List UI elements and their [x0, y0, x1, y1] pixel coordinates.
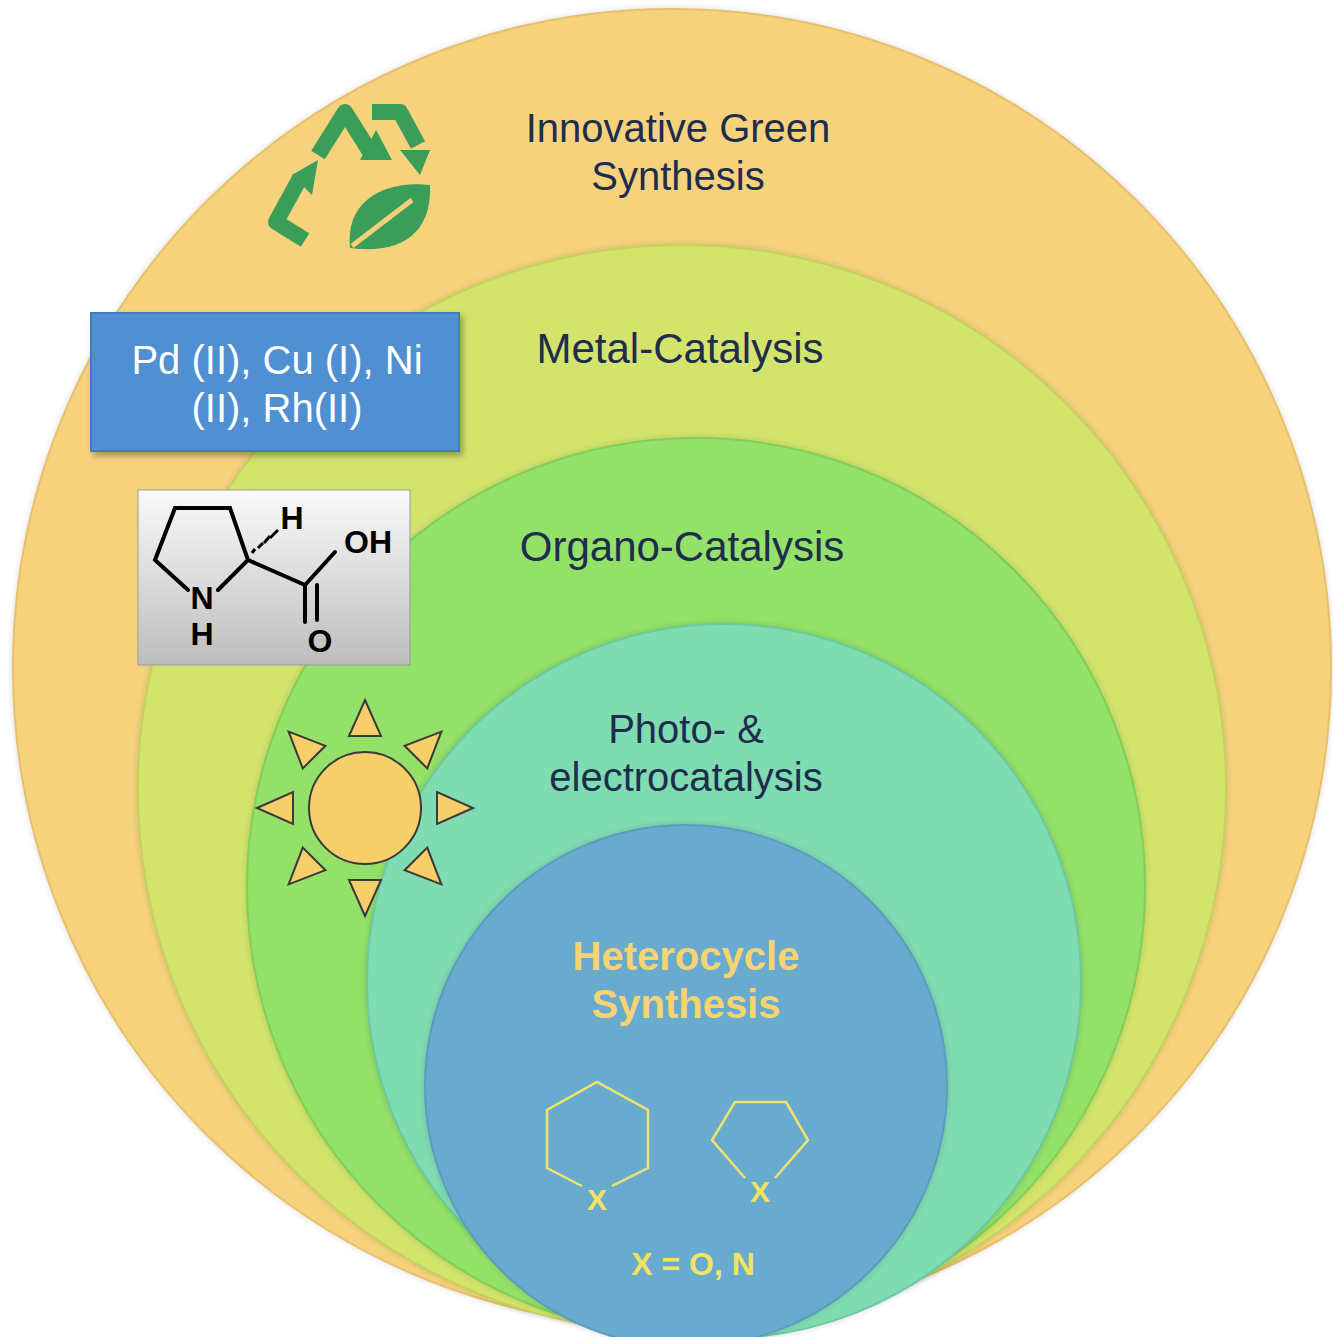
node-label: Heterocycle Synthesis	[526, 932, 846, 1028]
sun-ray	[289, 732, 326, 769]
sun-ray	[349, 880, 381, 916]
atom-label: H	[190, 618, 213, 650]
photo-circle: Heterocycle Synthesis Photo- & electrocat…	[366, 623, 1082, 1337]
atom-label: N	[190, 582, 213, 614]
node-label: Innovative Green Synthesis	[468, 104, 888, 200]
node-label: Pd (II), Cu (I), Ni (II), Rh(II)	[112, 336, 442, 432]
atom-label: H	[280, 502, 303, 534]
node-label: Photo- & electrocatalysis	[506, 705, 866, 801]
node-label: Metal-Catalysis	[470, 324, 890, 374]
recycle-icon	[276, 112, 430, 240]
atom-label: OH	[344, 526, 392, 558]
ring-label: X	[750, 1177, 770, 1207]
atom-label: O	[308, 625, 333, 657]
ring-label: X	[587, 1185, 607, 1215]
sun-ray	[349, 700, 381, 736]
sun-ray	[405, 848, 442, 885]
sun-ray	[405, 732, 442, 769]
sun-ray	[437, 792, 473, 824]
node-label: Organo-Catalysis	[462, 522, 902, 572]
leaf-icon	[350, 184, 431, 249]
heterocycle-rings	[547, 1082, 808, 1186]
outer-circle: Heterocycle Synthesis Photo- & electrocat…	[12, 8, 1332, 1328]
organo-circle: Heterocycle Synthesis Photo- & electrocat…	[246, 437, 1146, 1337]
sun-ray	[257, 792, 293, 824]
proline-structure	[138, 490, 410, 665]
sun-icon	[257, 700, 473, 916]
sun-ray	[289, 848, 326, 885]
ring-label: X = O, N	[631, 1248, 755, 1280]
catalyst-box: Pd (II), Cu (I), Ni (II), Rh(II)	[90, 312, 460, 452]
